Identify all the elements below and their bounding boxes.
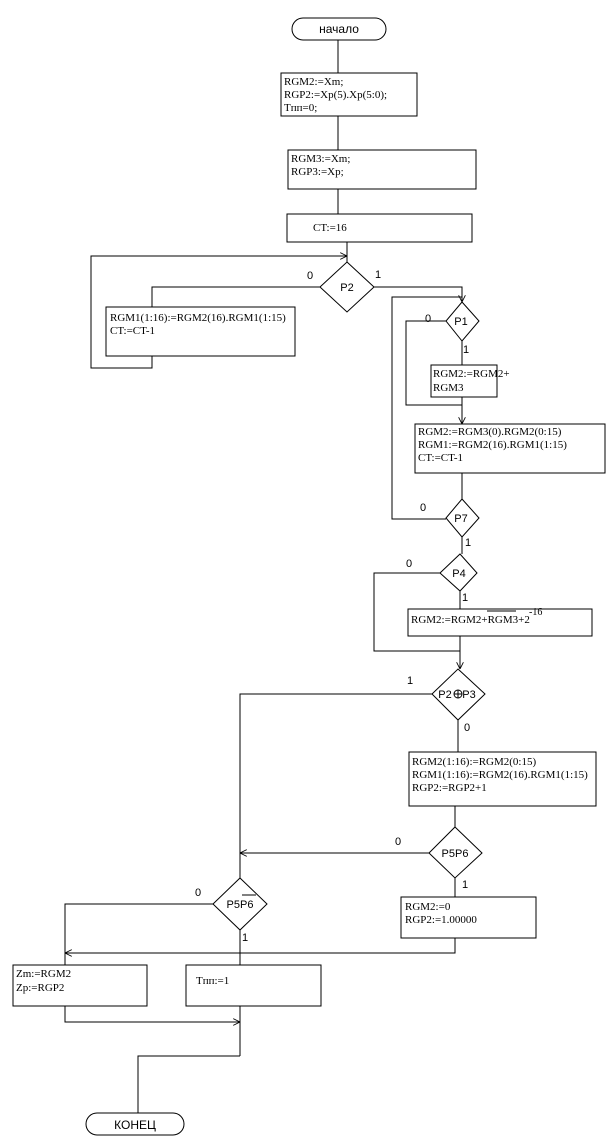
init-block-1: RGM2:=Xm; RGP2:=Xp(5).Xp(5:0); Tпп=0;: [280, 72, 418, 117]
overflow-block: Tпп:=1: [185, 964, 322, 1007]
p5p6-label: P5P6: [442, 848, 469, 860]
init-block-2: RGM3:=Xm; RGP3:=Xp;: [287, 149, 477, 190]
decision-p5-p6bar: P5P6: [212, 877, 268, 931]
p4-branch-1: 1: [462, 592, 468, 604]
add1-line-1: RGM2:=RGM2+: [433, 368, 510, 380]
norm-line-3: RGP2:=RGP2+1: [412, 782, 487, 794]
xor-branch-1: 1: [407, 675, 413, 687]
shift2-line-3: CT:=CT-1: [418, 452, 463, 464]
norm-line-2: RGM1(1:16):=RGM2(16).RGM1(1:15): [412, 769, 588, 781]
output-block: Zm:=RGM2 Zp:=RGP2: [12, 964, 148, 1007]
add1-line-2: RGM3: [433, 382, 464, 394]
p5p6bar-branch-1: 1: [242, 932, 248, 944]
p5p6-branch-0: 0: [395, 836, 401, 848]
decision-p1: P1: [445, 301, 480, 342]
add2-exponent: -16: [529, 607, 542, 618]
add-block-2: RGM2:=RGM2+RGM3+2 -16: [407, 607, 593, 637]
shift-block-1: RGM1(1:16):=RGM2(16).RGM1(1:15) CT:=CT-1: [105, 306, 296, 357]
decision-p5p6: P5P6: [428, 826, 483, 879]
shift2-line-2: RGM1:=RGM2(16).RGM1(1:15): [418, 439, 567, 451]
xor-left-label: P2: [438, 689, 451, 701]
connectors: [64, 40, 462, 1113]
init2-line-2: RGP3:=Xp;: [291, 166, 344, 178]
p2-branch-0: 0: [307, 270, 313, 282]
counter-init-text: CT:=16: [313, 222, 347, 234]
p2-label: P2: [340, 282, 353, 294]
p1-label: P1: [454, 316, 467, 328]
output-line-1: Zm:=RGM2: [16, 968, 71, 980]
decision-p7: P7: [445, 498, 480, 538]
start-label: начало: [319, 22, 359, 36]
branch-labels: 0 1 0 1 0 1 0 1 1 0 0 1 0 1: [195, 269, 471, 944]
p1-branch-0: 0: [425, 313, 431, 325]
xor-right-label: P3: [462, 689, 475, 701]
init2-line-1: RGM3:=Xm;: [291, 153, 350, 165]
p5p6-branch-1: 1: [462, 879, 468, 891]
normalize-block: RGM2(1:16):=RGM2(0:15) RGM1(1:16):=RGM2(…: [408, 751, 597, 807]
p1-branch-1: 1: [463, 344, 469, 356]
end-label: КОНЕЦ: [114, 1118, 156, 1132]
shift1-line-1: RGM1(1:16):=RGM2(16).RGM1(1:15): [110, 312, 286, 324]
p7-branch-0: 0: [420, 502, 426, 514]
counter-init-block: CT:=16: [286, 213, 473, 243]
init1-line-3: Tпп=0;: [284, 102, 317, 114]
decision-p2-xor-p3: P2 P3: [431, 668, 486, 721]
p2-branch-1: 1: [375, 269, 381, 281]
p7-branch-1: 1: [465, 537, 471, 549]
p5p6bar-label: P5P6: [227, 899, 254, 911]
init1-line-1: RGM2:=Xm;: [284, 76, 343, 88]
add2-text: RGM2:=RGM2+RGM3+2: [411, 614, 530, 626]
shift-block-2: RGM2:=RGM3(0).RGM2(0:15) RGM1:=RGM2(16).…: [414, 423, 606, 474]
decision-p4: P4: [439, 553, 478, 592]
zero-line-2: RGP2:=1.00000: [405, 914, 477, 926]
p5p6bar-branch-0: 0: [195, 887, 201, 899]
init1-line-2: RGP2:=Xp(5).Xp(5:0);: [284, 89, 387, 101]
output-line-2: Zp:=RGP2: [16, 982, 64, 994]
p4-branch-0: 0: [406, 558, 412, 570]
p7-label: P7: [454, 513, 467, 525]
zero-line-1: RGM2:=0: [405, 901, 451, 913]
xor-branch-0: 0: [464, 722, 470, 734]
shift1-line-2: CT:=CT-1: [110, 325, 155, 337]
overflow-text: Tпп:=1: [196, 975, 229, 987]
start-terminal: начало: [291, 17, 387, 41]
shift2-line-1: RGM2:=RGM3(0).RGM2(0:15): [418, 426, 562, 438]
decision-p2: P2: [319, 261, 375, 313]
norm-line-1: RGM2(1:16):=RGM2(0:15): [412, 756, 536, 768]
p4-label: P4: [452, 568, 465, 580]
add-block-1: RGM2:=RGM2+ RGM3: [430, 364, 510, 398]
zero-block: RGM2:=0 RGP2:=1.00000: [400, 896, 537, 939]
end-terminal: КОНЕЦ: [85, 1112, 185, 1136]
